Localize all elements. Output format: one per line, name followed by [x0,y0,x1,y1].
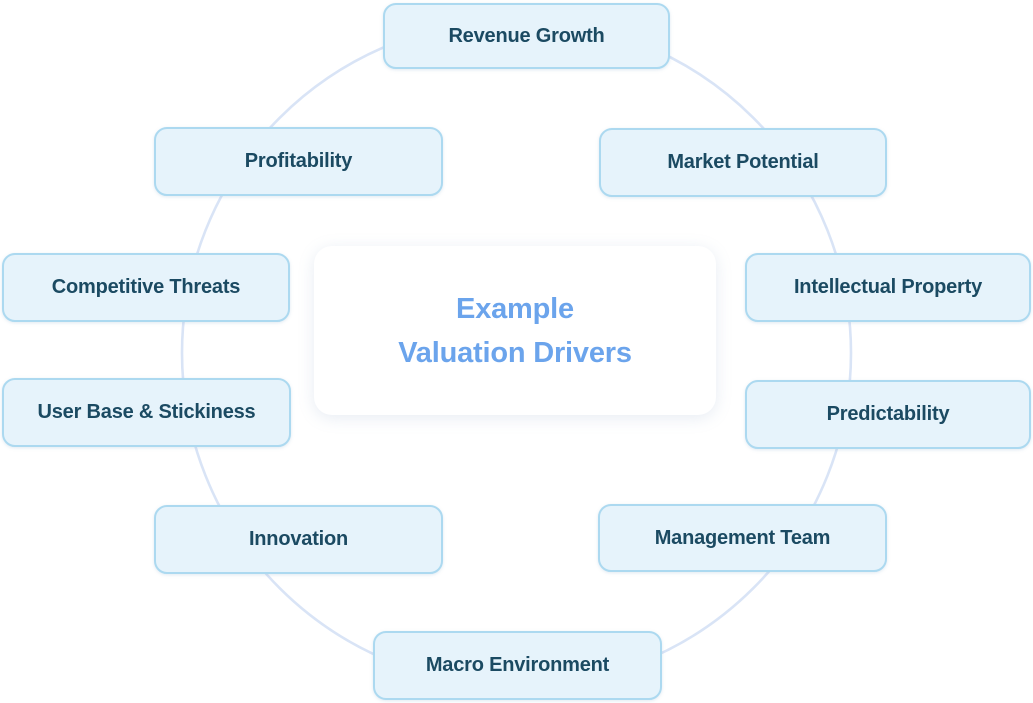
node-label: Market Potential [667,151,819,173]
center-title-card: Example Valuation Drivers [314,246,716,415]
node-label: Revenue Growth [448,24,605,47]
node-market-potential: Market Potential [599,128,887,197]
diagram-title-line-1: Example [456,292,574,325]
node-innovation: Innovation [154,505,443,574]
diagram-title-line-2: Valuation Drivers [398,336,632,369]
node-management-team: Management Team [598,504,887,572]
node-competitive-threats: Competitive Threats [2,253,290,322]
node-label: Competitive Threats [51,276,241,298]
node-profitability: Profitability [154,127,443,196]
node-label: User Base & Stickiness [37,401,256,423]
node-revenue-growth: Revenue Growth [383,3,670,69]
node-label: Macro Environment [425,654,610,676]
node-label: Profitability [244,150,353,172]
node-user-base-stickiness: User Base & Stickiness [2,378,291,447]
node-predictability: Predictability [745,380,1031,449]
node-label: Intellectual Property [793,276,983,298]
node-label: Management Team [654,526,831,549]
node-label: Innovation [248,528,349,550]
node-intellectual-property: Intellectual Property [745,253,1031,322]
node-label: Predictability [826,403,950,425]
node-macro-environment: Macro Environment [373,631,662,700]
